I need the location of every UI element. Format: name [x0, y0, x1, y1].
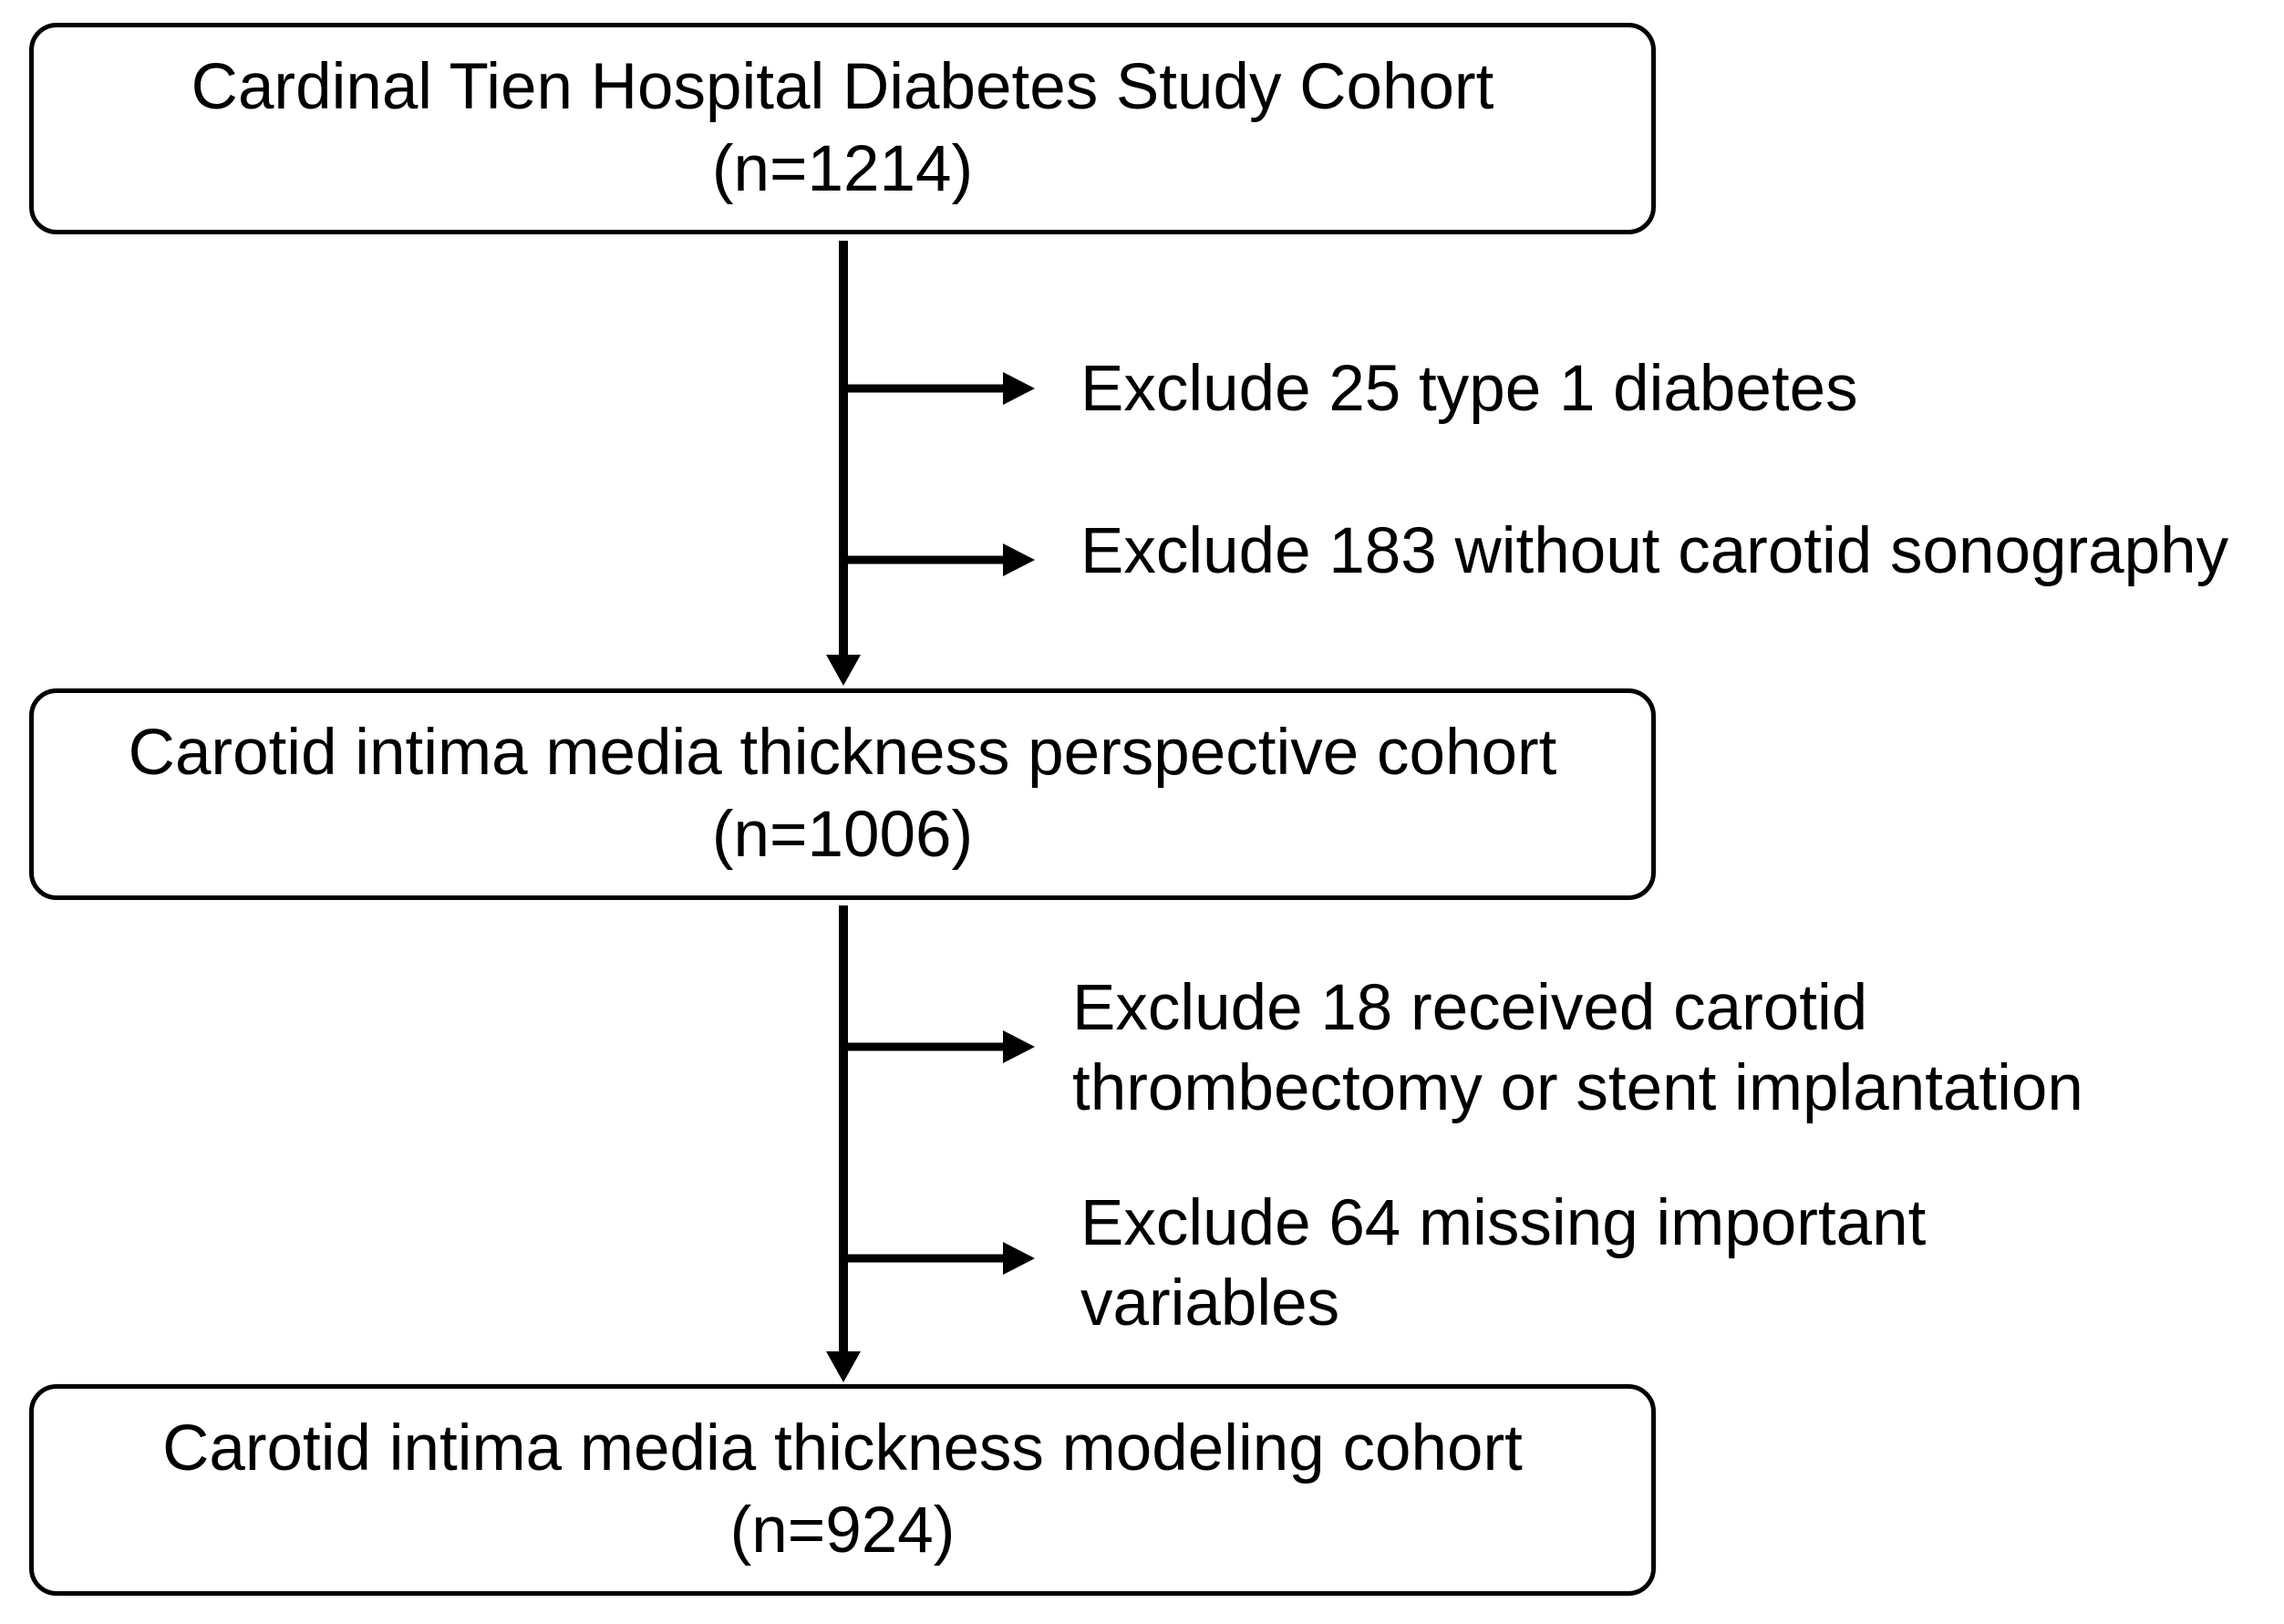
exclusion-note-type1-diabetes: Exclude 25 type 1 diabetes	[1080, 349, 1858, 429]
cohort-box-initial-title: Cardinal Tien Hospital Diabetes Study Co…	[191, 51, 1494, 123]
cohort-box-initial: Cardinal Tien Hospital Diabetes Study Co…	[29, 23, 1656, 234]
cohort-box-modeling-count: (n=924)	[729, 1495, 956, 1567]
exclusion-note-line: Exclude 64 missing important	[1080, 1187, 1927, 1259]
cohort-box-modeling-title: Carotid intima media thickness modeling …	[162, 1412, 1523, 1484]
exclusion-note-line: Exclude 183 without carotid sonography	[1080, 515, 2229, 587]
exclusion-note-missing-variables: Exclude 64 missing important variables	[1080, 1184, 1926, 1344]
cohort-box-perspective-title: Carotid intima media thickness perspecti…	[128, 717, 1557, 789]
cohort-box-modeling: Carotid intima media thickness modeling …	[29, 1384, 1656, 1596]
down-arrowhead-1	[826, 655, 861, 686]
cohort-box-perspective-count: (n=1006)	[711, 799, 974, 871]
exclusion-note-no-sonography: Exclude 183 without carotid sonography	[1080, 512, 2228, 592]
exclusion-note-line: Exclude 25 type 1 diabetes	[1080, 353, 1858, 425]
cohort-box-perspective: Carotid intima media thickness perspecti…	[29, 688, 1656, 900]
down-arrowhead-2	[826, 1351, 861, 1382]
exclusion-note-line: variables	[1080, 1267, 1340, 1340]
exclusion-note-line: thrombectomy or stent implantation	[1072, 1052, 2083, 1124]
exclusion-note-thrombectomy: Exclude 18 received carotid thrombectomy…	[1072, 968, 2083, 1129]
exclusion-note-line: Exclude 18 received carotid	[1072, 972, 1868, 1044]
branch-arrowhead-4	[1003, 1242, 1035, 1275]
cohort-box-initial-count: (n=1214)	[711, 133, 974, 205]
branch-arrowhead-3	[1003, 1030, 1035, 1063]
branch-arrowhead-2	[1003, 543, 1035, 576]
branch-arrowhead-1	[1003, 372, 1035, 405]
